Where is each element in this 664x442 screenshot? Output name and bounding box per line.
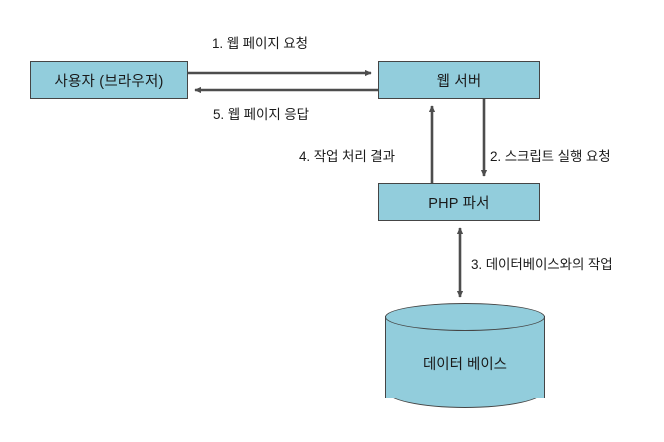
- node-web-server-label: 웹 서버: [436, 73, 482, 90]
- database-top-ellipse: [385, 303, 545, 331]
- node-web-server[interactable]: 웹 서버: [378, 61, 540, 99]
- node-user-label: 사용자 (브라우저): [54, 73, 164, 90]
- edge-label-request: 1. 웹 페이지 요청: [212, 36, 308, 51]
- node-database[interactable]: 데이터 베이스: [385, 303, 545, 408]
- edge-label-result: 4. 작업 처리 결과: [299, 149, 395, 164]
- edge-label-script-exec: 2. 스크립트 실행 요청: [490, 149, 611, 164]
- edge-label-response: 5. 웹 페이지 응답: [213, 107, 309, 122]
- node-database-label: 데이터 베이스: [422, 357, 508, 373]
- node-php-parser-label: PHP 파서: [428, 195, 490, 212]
- edge-label-db-operation: 3. 데이터베이스와의 작업: [471, 257, 613, 272]
- node-php-parser[interactable]: PHP 파서: [378, 183, 540, 221]
- database-body: [385, 316, 545, 398]
- node-user[interactable]: 사용자 (브라우저): [30, 61, 188, 99]
